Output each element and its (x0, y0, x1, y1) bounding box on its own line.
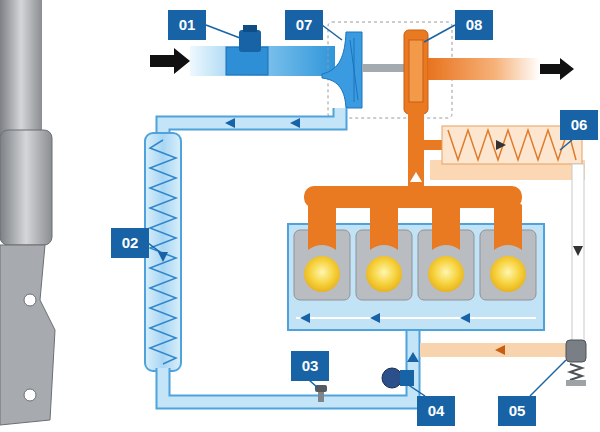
flow-arrow (300, 313, 310, 323)
callout-number: 06 (560, 110, 598, 140)
charge-air-cooler (145, 133, 181, 371)
cooler-coil (448, 130, 576, 160)
flow-arrow (225, 118, 235, 128)
egr-return-pipe (420, 343, 568, 357)
valve-photo-hole (24, 389, 36, 401)
exhaust-runner (370, 199, 398, 251)
valve-photo-hole (24, 294, 36, 306)
flow-arrow (460, 313, 470, 323)
exhaust-runner (494, 199, 522, 251)
valve-spring (570, 364, 582, 380)
egr-valve (566, 340, 586, 362)
leader-line (322, 25, 342, 40)
actuator-cap (243, 25, 257, 32)
callout-number: 07 (285, 10, 323, 40)
combustion (304, 256, 340, 292)
flow-arrow (573, 246, 583, 256)
flow-arrow (370, 313, 380, 323)
cooler-coil (150, 140, 176, 364)
flow-arrow (495, 345, 505, 355)
callout-number: 04 (417, 396, 455, 426)
leader-line (424, 25, 455, 42)
turbine-wheel (409, 40, 423, 102)
combustion (428, 256, 464, 292)
flow-arrow (496, 140, 506, 150)
flow-arrow (150, 48, 190, 74)
callout-number: 08 (455, 10, 493, 40)
flow-arrow (540, 58, 574, 80)
valve-photo-bracket (0, 245, 55, 425)
charge-pipe (163, 108, 340, 138)
exhaust-runner (432, 199, 460, 251)
leader-line (309, 380, 318, 388)
intake-pipe (163, 328, 413, 402)
actuator-motor (239, 30, 261, 52)
throttle-valve (382, 368, 402, 388)
leader-line (148, 243, 160, 252)
turbo-shaft (362, 64, 406, 72)
leader-line (404, 382, 425, 396)
intake-pipe (190, 46, 335, 76)
callout-number: 01 (168, 10, 206, 40)
exhaust-collector (304, 186, 522, 208)
charge-pipe (163, 108, 340, 138)
flow-arrow (290, 118, 300, 128)
leader-line (206, 25, 240, 38)
flow-arrow (410, 172, 422, 182)
compressor-wheel (322, 32, 362, 108)
callout-number: 03 (291, 351, 329, 381)
exhaust-outlet (428, 58, 540, 80)
flow-arrow (158, 252, 168, 262)
plenum-line (296, 317, 536, 319)
compressor-vane (354, 38, 355, 102)
valve-photo-body (0, 0, 42, 135)
egr-pipe (572, 164, 584, 342)
leader-line (560, 140, 572, 150)
leader-lines (148, 25, 572, 396)
callout-number: 05 (498, 396, 536, 426)
valve-base (566, 380, 586, 386)
combustion (490, 256, 526, 292)
exhaust-runner (308, 199, 336, 251)
intake-pipe (163, 328, 413, 402)
egr-tap (424, 140, 444, 150)
flow-arrow (407, 352, 419, 362)
combustion (366, 256, 402, 292)
leader-line (530, 360, 566, 396)
callout-number: 02 (111, 228, 149, 258)
valve-photo-motor (0, 130, 52, 245)
